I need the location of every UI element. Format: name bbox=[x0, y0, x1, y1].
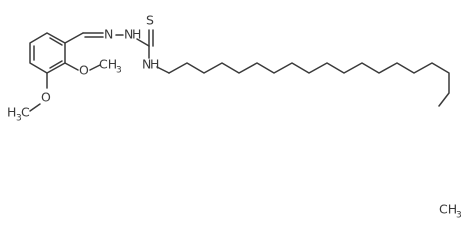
atom-methoxy-o-lower: O bbox=[41, 90, 51, 105]
atom-methoxy-h-lower: H bbox=[7, 105, 16, 120]
atom-hydrazine-n: N bbox=[124, 27, 133, 42]
bond-o3-to-methyl bbox=[29, 103, 41, 112]
atom-terminal-sub: 3 bbox=[456, 211, 462, 221]
bond-ring-to-o2 bbox=[64, 62, 79, 71]
bond-nh-to-c bbox=[136, 38, 150, 47]
alkyl-chain bbox=[168, 62, 450, 107]
chemical-structure-canvas: N N H S N H O CH 3 O H 3 C CH 3 bbox=[7, 13, 462, 221]
atom-methoxy-o-upper: O bbox=[79, 63, 89, 78]
atom-methoxy-ch-upper: CH bbox=[99, 57, 117, 72]
atom-methoxy-c-lower: C bbox=[21, 105, 30, 120]
bond-o2-to-methyl bbox=[89, 64, 101, 71]
atom-methoxy-sub-upper: 3 bbox=[116, 66, 122, 76]
benzene-ring bbox=[29, 32, 66, 74]
bond-ring-to-methine bbox=[64, 32, 84, 44]
structure-diagram: N N H S N H O CH 3 O H 3 C CH 3 bbox=[7, 13, 462, 221]
atom-amide-h: H bbox=[150, 57, 159, 72]
atom-imine-n: N bbox=[104, 27, 113, 42]
atom-methoxy-sub-lower: 3 bbox=[16, 114, 22, 124]
atom-amide-n: N bbox=[142, 57, 151, 72]
atom-terminal-ch: CH bbox=[439, 202, 457, 217]
atom-thione-s: S bbox=[146, 13, 154, 28]
atom-hydrazine-h: H bbox=[132, 27, 141, 42]
bond-nh-to-chain bbox=[156, 66, 170, 74]
